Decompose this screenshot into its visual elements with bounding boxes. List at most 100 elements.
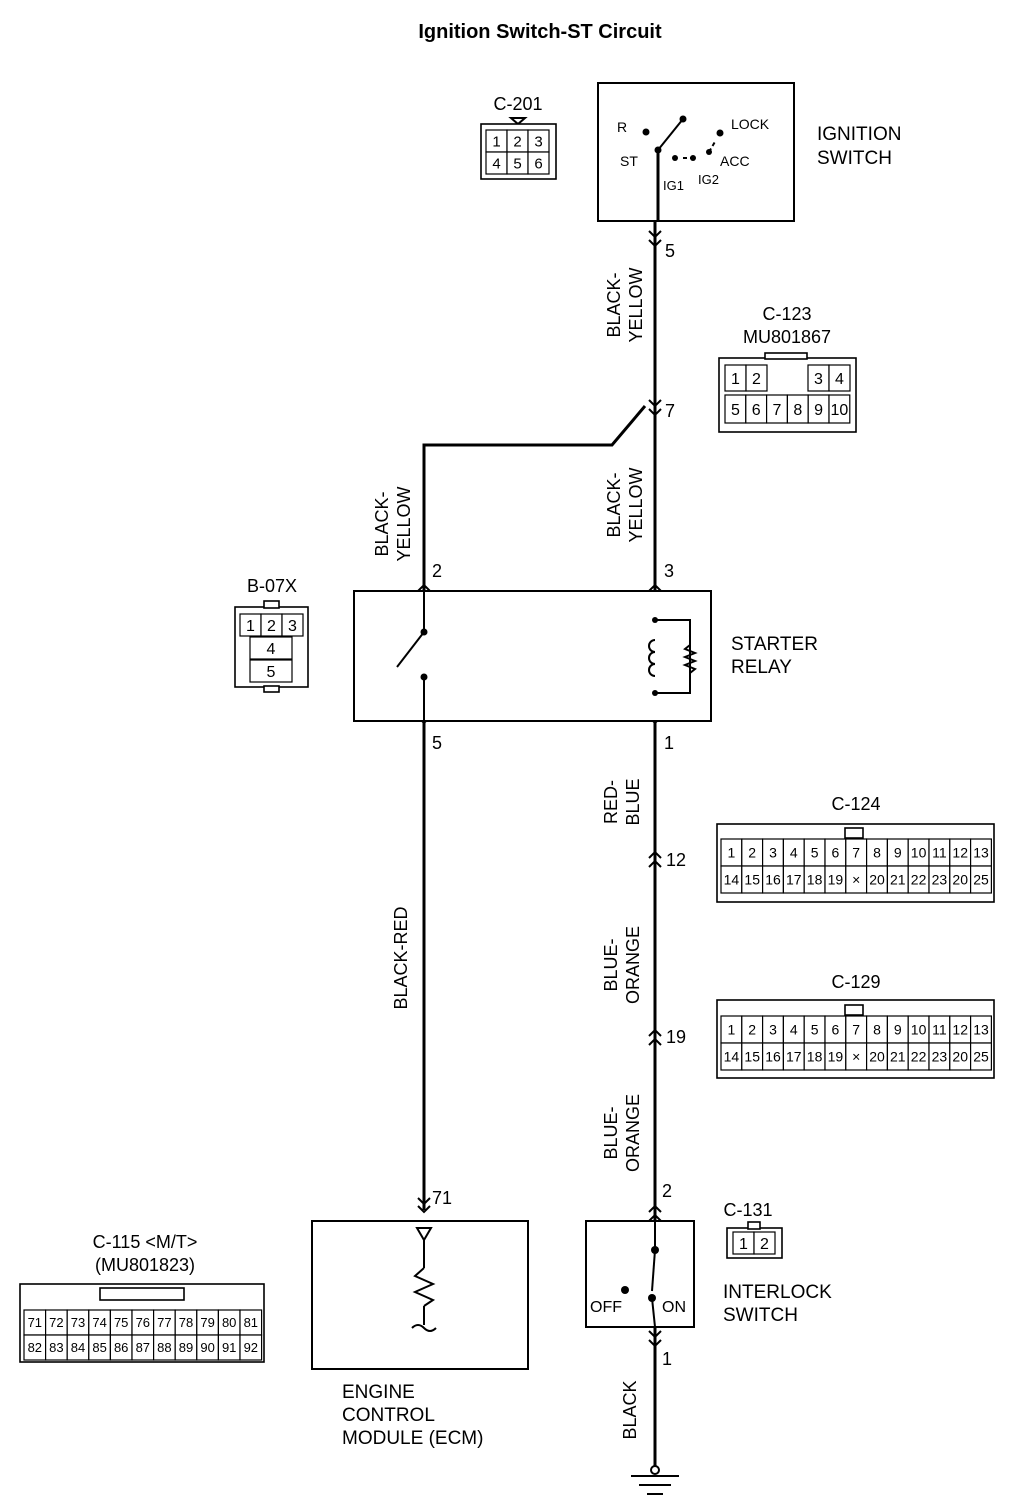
c201-pin-5: 5 xyxy=(513,155,521,172)
c129-pin-17: 17 xyxy=(786,1049,802,1065)
c124-pin-4: 4 xyxy=(790,845,798,861)
connector-c115-part: (MU801823) xyxy=(95,1255,195,1275)
c123-pin-4: 4 xyxy=(835,371,844,388)
c129-pin-14: 14 xyxy=(724,1049,740,1065)
pin-relay-2: 2 xyxy=(432,561,442,581)
c129-pin-11: 11 xyxy=(932,1022,947,1038)
ign-pos-ig1: IG1 xyxy=(663,178,684,193)
c124-pin-18: 18 xyxy=(807,872,823,888)
c123-pin-4-cell xyxy=(828,364,851,392)
svg-text:BLACK-RED: BLACK-RED xyxy=(391,906,411,1009)
b07x-pin-5-cell xyxy=(249,659,293,683)
svg-text:BLACK-: BLACK- xyxy=(372,491,392,556)
c124-pin-25: 25 xyxy=(973,872,989,888)
c129-pin-23: 23 xyxy=(932,1049,948,1065)
ignition-switch-label-1: IGNITION xyxy=(817,124,901,145)
c129-pin-25: 25 xyxy=(973,1049,989,1065)
ign-pos-st: ST xyxy=(620,153,638,169)
c124-pin-10: 10 xyxy=(911,845,927,861)
ecm xyxy=(311,1220,529,1370)
b07x-pin-1: 1 xyxy=(246,618,255,635)
c129-pin-20: 20 xyxy=(952,1049,968,1065)
c124-pin-14: 14 xyxy=(724,872,740,888)
pin-c124-12: 12 xyxy=(666,850,686,870)
connector-c124-label: C-124 xyxy=(831,794,880,814)
c201-pin-4: 4 xyxy=(492,155,500,172)
interlock-switch-box xyxy=(585,1220,695,1328)
interlock-off-label: OFF xyxy=(590,1299,622,1316)
c115-pin-92-cell xyxy=(239,1334,263,1361)
pin-relay-5: 5 xyxy=(432,733,442,753)
ground-icon xyxy=(631,1465,679,1495)
c124-pin-23: 23 xyxy=(932,872,948,888)
c124-pin-6: 6 xyxy=(832,845,840,861)
c201-pin-2: 2 xyxy=(513,133,521,150)
c123-pin-2: 2 xyxy=(752,371,761,388)
b07x-pin-3: 3 xyxy=(288,618,297,635)
interlock-switch-label-2: SWITCH xyxy=(723,1305,798,1326)
relay-resistor-icon xyxy=(682,644,698,674)
svg-text:BLACK-: BLACK- xyxy=(604,272,624,337)
c201-pin-1: 1 xyxy=(492,133,500,150)
c124-pin-5: 5 xyxy=(811,845,819,861)
c131-pin-2-cell xyxy=(753,1231,776,1255)
c115-pin-87: 87 xyxy=(136,1340,150,1355)
c123-pin-2-cell xyxy=(745,364,768,392)
pin-interlock-2: 2 xyxy=(662,1181,672,1201)
c124-pin-7: 7 xyxy=(852,845,860,861)
c129-pin-16: 16 xyxy=(765,1049,781,1065)
c124-pin-19: 19 xyxy=(828,872,844,888)
c124-pin-3: 3 xyxy=(769,845,777,861)
c129-pin-8: 8 xyxy=(873,1022,881,1038)
c129-pin-12: 12 xyxy=(952,1022,968,1038)
c129-pin-20: 20 xyxy=(869,1049,885,1065)
c124-pin-15: 15 xyxy=(744,872,760,888)
c201-pin-6-cell xyxy=(527,151,550,175)
c115-pin-77: 77 xyxy=(157,1315,171,1330)
c124-pin-12: 12 xyxy=(952,845,968,861)
b07x-pin-2: 2 xyxy=(267,618,276,635)
pin-relay-3: 3 xyxy=(664,561,674,581)
c201-pin-3: 3 xyxy=(534,133,542,150)
ecm-label-1: ENGINE xyxy=(342,1382,415,1403)
pin-relay-1: 1 xyxy=(664,733,674,753)
svg-text:ORANGE: ORANGE xyxy=(623,1094,643,1172)
c129-pin-25-cell xyxy=(969,1042,992,1071)
c123-pin-5: 5 xyxy=(731,402,740,419)
c129-pin-6: 6 xyxy=(832,1022,840,1038)
c124-pin-1: 1 xyxy=(728,845,736,861)
c131-pin-1: 1 xyxy=(739,1236,748,1253)
c129-pin-3: 3 xyxy=(769,1022,777,1038)
b07x-pin-3-cell xyxy=(281,613,304,637)
connector-c201-label: C-201 xyxy=(493,94,542,114)
c129-pin-4: 4 xyxy=(790,1022,798,1038)
svg-text:BLUE-: BLUE- xyxy=(601,1106,621,1159)
c115-pin-85: 85 xyxy=(92,1340,106,1355)
c115-pin-88: 88 xyxy=(157,1340,171,1355)
ign-pos-lock: LOCK xyxy=(731,116,770,132)
c129-pin-13: 13 xyxy=(973,1022,989,1038)
svg-text:BLUE-: BLUE- xyxy=(601,938,621,991)
relay-coil-icon xyxy=(648,639,656,677)
c115-pin-79: 79 xyxy=(200,1315,214,1330)
svg-text:YELLOW: YELLOW xyxy=(394,486,414,561)
c115-pin-82: 82 xyxy=(28,1340,42,1355)
c124-pin-16: 16 xyxy=(765,872,781,888)
connector-b07x-label: B-07X xyxy=(247,576,297,596)
c124-pin-11: 11 xyxy=(932,845,947,861)
c124-pin-22: 22 xyxy=(911,872,927,888)
svg-text:YELLOW: YELLOW xyxy=(626,467,646,542)
svg-text:ORANGE: ORANGE xyxy=(623,926,643,1004)
c201-pin-6: 6 xyxy=(534,155,542,172)
starter-relay-label-1: STARTER xyxy=(731,634,818,655)
